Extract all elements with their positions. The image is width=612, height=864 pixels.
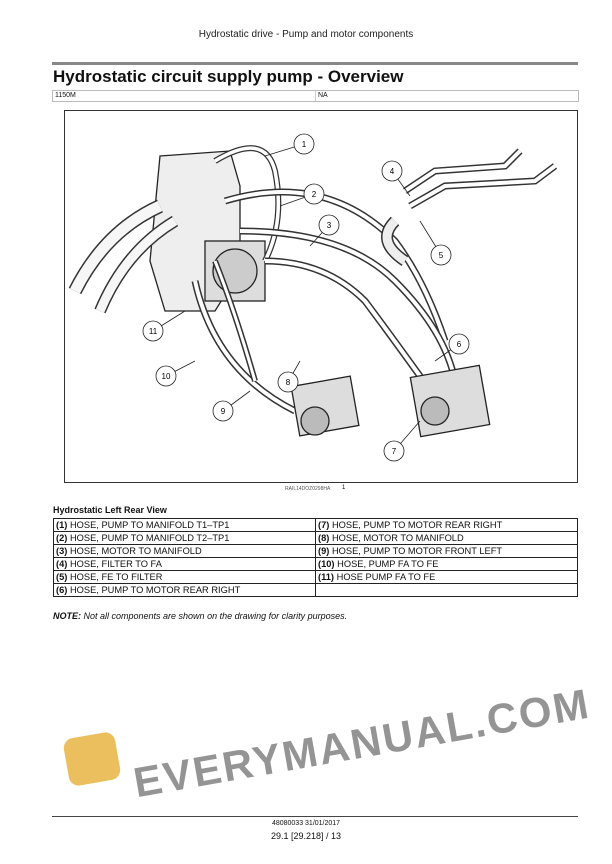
diagram-illustration: 1 2 3 4 5 6 7 8 9 10 11 <box>68 133 558 462</box>
figure-number: 1 <box>342 485 346 491</box>
component-description: HOSE, MOTOR TO MANIFOLD <box>67 546 202 556</box>
legend-cell: (1) HOSE, PUMP TO MANIFOLD T1–TP1 <box>53 518 316 532</box>
callout-number: (10) <box>318 559 335 569</box>
callout-1: 1 <box>264 133 315 157</box>
component-description: HOSE, FE TO FILTER <box>67 572 163 582</box>
legend-cell: (11) HOSE PUMP FA TO FE <box>315 570 578 584</box>
legend-row: (2) HOSE, PUMP TO MANIFOLD T2–TP1(8) HOS… <box>53 531 578 545</box>
config-cell: NA <box>315 91 578 101</box>
legend-cell: (9) HOSE, PUMP TO MOTOR FRONT LEFT <box>315 544 578 558</box>
legend-cell: (5) HOSE, FE TO FILTER <box>53 570 316 584</box>
legend-cell <box>315 583 578 597</box>
callout-circle <box>277 371 299 393</box>
callout-number: (2) <box>56 533 68 543</box>
component-description: HOSE, PUMP FA TO FE <box>334 559 439 569</box>
footer-rule <box>52 816 578 817</box>
callout-10: 10 <box>155 360 196 387</box>
callout-label: 9 <box>221 407 226 416</box>
callout-circle <box>155 365 177 387</box>
component-description: HOSE, PUMP TO MOTOR FRONT LEFT <box>329 546 503 556</box>
callout-label: 7 <box>392 447 397 456</box>
callout-number: (8) <box>318 533 330 543</box>
callout-3: 3 <box>309 214 340 247</box>
callout-5: 5 <box>419 220 452 266</box>
legend-row: (1) HOSE, PUMP TO MANIFOLD T1–TP1(7) HOS… <box>53 518 578 532</box>
component-description: HOSE, FILTER TO FA <box>67 559 162 569</box>
watermark: EVERYMANUAL.COM <box>130 679 594 807</box>
model-cell: 1150M <box>55 92 76 99</box>
callout-2: 2 <box>279 183 325 207</box>
callout-label: 2 <box>312 190 317 199</box>
callout-6: 6 <box>434 333 470 362</box>
hydraulic-diagram: 1 2 3 4 5 6 7 8 9 10 11 <box>64 110 578 483</box>
legend-cell: (8) HOSE, MOTOR TO MANIFOLD <box>315 531 578 545</box>
component-description: HOSE PUMP FA TO FE <box>334 572 436 582</box>
legend-row: (5) HOSE, FE TO FILTER(11) HOSE PUMP FA … <box>53 570 578 584</box>
legend-cell: (10) HOSE, PUMP FA TO FE <box>315 557 578 571</box>
watermark-logo <box>62 730 122 788</box>
legend-row: (4) HOSE, FILTER TO FA(10) HOSE, PUMP FA… <box>53 557 578 571</box>
page-title: Hydrostatic circuit supply pump - Overvi… <box>53 67 404 86</box>
callout-circle <box>142 320 164 342</box>
callout-label: 1 <box>302 140 307 149</box>
legend-cell: (3) HOSE, MOTOR TO MANIFOLD <box>53 544 316 558</box>
doc-number: 48080033 31/01/2017 <box>271 820 341 827</box>
component-description: HOSE, PUMP TO MOTOR REAR RIGHT <box>67 585 241 595</box>
callout-number: (7) <box>318 520 330 530</box>
legend-row: (6) HOSE, PUMP TO MOTOR REAR RIGHT <box>53 583 578 597</box>
callout-number: (9) <box>318 546 330 556</box>
callout-circle <box>303 183 325 205</box>
callout-circle <box>430 244 452 266</box>
title-rule <box>52 62 578 65</box>
component-description: HOSE, PUMP TO MANIFOLD T1–TP1 <box>67 520 230 530</box>
callout-label: 10 <box>162 372 171 381</box>
applicability-bar: 1150M NA <box>52 90 579 102</box>
callout-label: 4 <box>390 167 395 176</box>
callout-circle <box>383 440 405 462</box>
callout-11: 11 <box>142 310 186 342</box>
callout-label: 6 <box>457 340 462 349</box>
callout-label: 11 <box>149 327 158 336</box>
legend-cell: (4) HOSE, FILTER TO FA <box>53 557 316 571</box>
callout-circle <box>293 133 315 155</box>
callout-label: 3 <box>327 221 332 230</box>
callout-circle <box>381 160 403 182</box>
figure-caption: Hydrostatic Left Rear View <box>53 505 167 515</box>
page-number: 29.1 [29.218] / 13 <box>270 831 342 841</box>
component-description: HOSE, PUMP TO MANIFOLD T2–TP1 <box>67 533 230 543</box>
figure-id: RAIL14DOZ0298HA <box>285 486 331 492</box>
legend-row: (3) HOSE, MOTOR TO MANIFOLD(9) HOSE, PUM… <box>53 544 578 558</box>
callout-7: 7 <box>383 420 421 462</box>
callout-number: (6) <box>56 585 68 595</box>
legend-cell: (6) HOSE, PUMP TO MOTOR REAR RIGHT <box>53 583 316 597</box>
running-header: Hydrostatic drive - Pump and motor compo… <box>198 29 414 40</box>
callout-circle <box>212 400 234 422</box>
callout-4: 4 <box>381 160 411 197</box>
legend-cell: (7) HOSE, PUMP TO MOTOR REAR RIGHT <box>315 518 578 532</box>
callout-number: (1) <box>56 520 68 530</box>
legend-table: (1) HOSE, PUMP TO MANIFOLD T1–TP1(7) HOS… <box>53 518 578 597</box>
callout-circle <box>448 333 470 355</box>
note-text: Not all components are shown on the draw… <box>81 611 348 621</box>
component-description: HOSE, MOTOR TO MANIFOLD <box>329 533 464 543</box>
callout-number: (11) <box>318 572 335 582</box>
callout-number: (5) <box>56 572 68 582</box>
callout-number: (3) <box>56 546 68 556</box>
note: NOTE: Not all components are shown on th… <box>53 611 347 621</box>
callout-9: 9 <box>212 390 251 422</box>
callout-label: 8 <box>286 378 291 387</box>
callout-circle <box>318 214 340 236</box>
callout-8: 8 <box>277 360 301 393</box>
callout-label: 5 <box>439 251 444 260</box>
component-description: HOSE, PUMP TO MOTOR REAR RIGHT <box>329 520 503 530</box>
callout-number: (4) <box>56 559 68 569</box>
legend-cell: (2) HOSE, PUMP TO MANIFOLD T2–TP1 <box>53 531 316 545</box>
note-label: NOTE: <box>53 611 81 621</box>
